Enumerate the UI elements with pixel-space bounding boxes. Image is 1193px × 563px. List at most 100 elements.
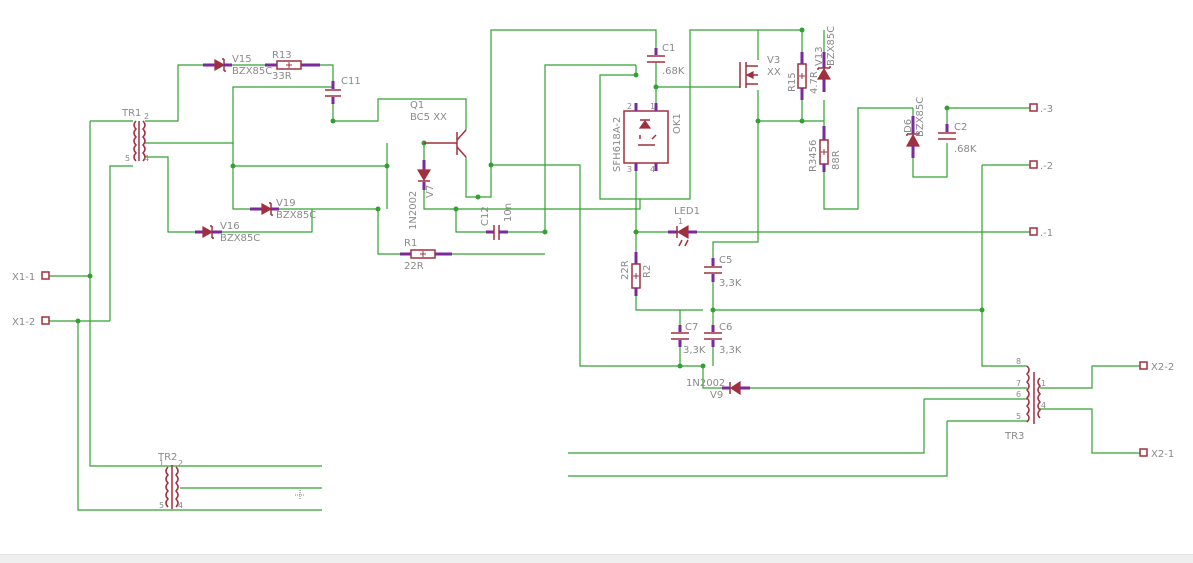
pin-number: 2 bbox=[627, 102, 632, 111]
part-name: C2 bbox=[954, 122, 967, 133]
capacitor-c7[interactable]: C7 3,3K bbox=[671, 322, 706, 356]
transformer-tr3[interactable]: TR3 8 7 6 5 1 4 bbox=[1004, 357, 1046, 442]
part-name: TR3 bbox=[1004, 431, 1024, 442]
port-label: X2-1 bbox=[1151, 449, 1174, 460]
capacitor-c6[interactable]: C6 3,3K bbox=[704, 322, 742, 356]
port-label: X1-2 bbox=[12, 317, 35, 328]
part-name: R15 bbox=[787, 72, 798, 92]
part-value: XX bbox=[767, 67, 781, 78]
diode-v7[interactable]: 1N2002 V7 bbox=[408, 160, 436, 230]
part-value: 10n bbox=[503, 203, 514, 222]
pin-number: 2 bbox=[178, 459, 183, 468]
part-name: R13 bbox=[272, 50, 292, 61]
junctions bbox=[75, 27, 985, 369]
part-name: LED1 bbox=[674, 206, 700, 217]
mosfet-v3[interactable]: V3 XX bbox=[739, 55, 781, 88]
port-label: X2-2 bbox=[1151, 362, 1174, 373]
part-name: C5 bbox=[719, 255, 732, 266]
part-value: BZX85C bbox=[826, 26, 837, 66]
status-bar bbox=[0, 554, 1193, 563]
port-label: X1-1 bbox=[12, 272, 35, 283]
part-value: 3,3K bbox=[719, 345, 742, 356]
part-value: .68K bbox=[662, 66, 685, 77]
part-name: TR1 bbox=[121, 108, 141, 119]
zener-diode-v19[interactable]: V19 BZX85C bbox=[250, 198, 316, 221]
resistor-r13[interactable]: R13 33R bbox=[265, 50, 320, 82]
capacitor-c2[interactable]: C2 .68K bbox=[938, 122, 977, 155]
resistor-r2[interactable]: 22R R2 bbox=[620, 252, 653, 296]
diode-v9[interactable]: 1N2002 V9 bbox=[686, 378, 750, 401]
zener-diode-v16[interactable]: V16 BZX85C bbox=[195, 221, 260, 244]
port-x1-1[interactable]: X1-1 bbox=[12, 271, 50, 283]
part-value: SFH618A-2 bbox=[612, 117, 623, 172]
port-x1-2[interactable]: X1-2 bbox=[12, 316, 50, 328]
zener-diode-v13[interactable]: V13 BZX85C bbox=[814, 26, 837, 92]
pin-number: 2 bbox=[144, 112, 149, 121]
part-value: 3,3K bbox=[719, 278, 742, 289]
part-value: 4.7R bbox=[809, 71, 820, 94]
part-name: R1 bbox=[404, 238, 417, 249]
pin-number: 7 bbox=[1016, 379, 1021, 388]
pin-number: 4 bbox=[144, 154, 149, 163]
transformer-tr2[interactable]: TR2 1 2 5 4 bbox=[157, 452, 322, 510]
pin-number: 5 bbox=[159, 501, 164, 510]
resistor-r15[interactable]: R15 4.7R bbox=[787, 52, 820, 100]
part-value: BZX85C bbox=[220, 233, 260, 244]
pin-number: 6 bbox=[1016, 390, 1021, 399]
part-value: 1N2002 bbox=[686, 378, 725, 389]
part-value: BZX85C bbox=[232, 66, 272, 77]
part-name: C11 bbox=[341, 76, 361, 87]
pin-number: 4 bbox=[650, 165, 655, 174]
port-x2-2[interactable]: X2-2 bbox=[1139, 361, 1174, 373]
part-name: Q1 bbox=[410, 100, 424, 111]
part-name: TR2 bbox=[157, 452, 177, 463]
port-out-1[interactable]: .-1 bbox=[1029, 227, 1053, 239]
pin-number: 4 bbox=[1041, 401, 1046, 410]
pin-number: 3 bbox=[627, 165, 632, 174]
pin-number: 1 bbox=[159, 459, 164, 468]
pin-number: 4 bbox=[178, 501, 183, 510]
transformer-tr1[interactable]: TR1 2 5 4 bbox=[121, 108, 149, 163]
part-value: 3,3K bbox=[683, 345, 706, 356]
part-value: BZX85C bbox=[915, 97, 926, 137]
resistor-r3456[interactable]: R3456 88R bbox=[808, 126, 842, 172]
port-x2-1[interactable]: X2-1 bbox=[1139, 448, 1174, 460]
zener-diode-v15[interactable]: V15 BZX85C bbox=[203, 54, 272, 77]
part-value: .68K bbox=[954, 144, 977, 155]
pin-number: 1 bbox=[650, 102, 655, 111]
part-name: C6 bbox=[719, 322, 732, 333]
part-name: C12 bbox=[480, 206, 491, 226]
pin-number: 5 bbox=[125, 154, 130, 163]
part-value: 33R bbox=[272, 71, 292, 82]
port-out-2[interactable]: .-2 bbox=[1029, 160, 1053, 172]
capacitor-c12[interactable]: C12 10n bbox=[480, 203, 514, 240]
part-value: 1N2002 bbox=[408, 191, 419, 230]
port-label: .-1 bbox=[1040, 228, 1053, 239]
part-value: 88R bbox=[831, 150, 842, 170]
part-value: BC5 XX bbox=[410, 112, 447, 123]
part-name: C1 bbox=[662, 43, 675, 54]
pin-number: 5 bbox=[1016, 412, 1021, 421]
part-name: R3456 bbox=[808, 140, 819, 172]
capacitor-c1[interactable]: C1 .68K bbox=[647, 43, 685, 77]
part-value: BZX85C bbox=[276, 210, 316, 221]
capacitor-c5[interactable]: C5 3,3K bbox=[704, 255, 742, 289]
part-name: R2 bbox=[642, 265, 653, 278]
part-name: V3 bbox=[767, 55, 780, 66]
port-label: .-3 bbox=[1040, 104, 1053, 115]
part-name: V19 bbox=[276, 198, 296, 209]
part-name: V16 bbox=[220, 221, 240, 232]
optocoupler-ok1[interactable]: 2 1 3 4 SFH618A-2 OK1 bbox=[612, 102, 683, 174]
resistor-r1[interactable]: R1 22R bbox=[400, 238, 452, 272]
wires bbox=[48, 29, 1140, 511]
capacitor-c11[interactable]: C11 bbox=[325, 76, 361, 104]
part-name: V9 bbox=[710, 390, 723, 401]
led-led1[interactable]: LED1 1 bbox=[668, 206, 700, 247]
port-out-3[interactable]: .-3 bbox=[1029, 103, 1053, 115]
pin-number: 1 bbox=[678, 217, 683, 226]
part-value: 22R bbox=[620, 260, 631, 280]
zener-diode-d6[interactable]: D6 BZX85C bbox=[903, 97, 926, 158]
transistor-q1[interactable]: Q1 BC5 XX bbox=[410, 100, 467, 158]
part-name: D6 bbox=[903, 119, 914, 133]
